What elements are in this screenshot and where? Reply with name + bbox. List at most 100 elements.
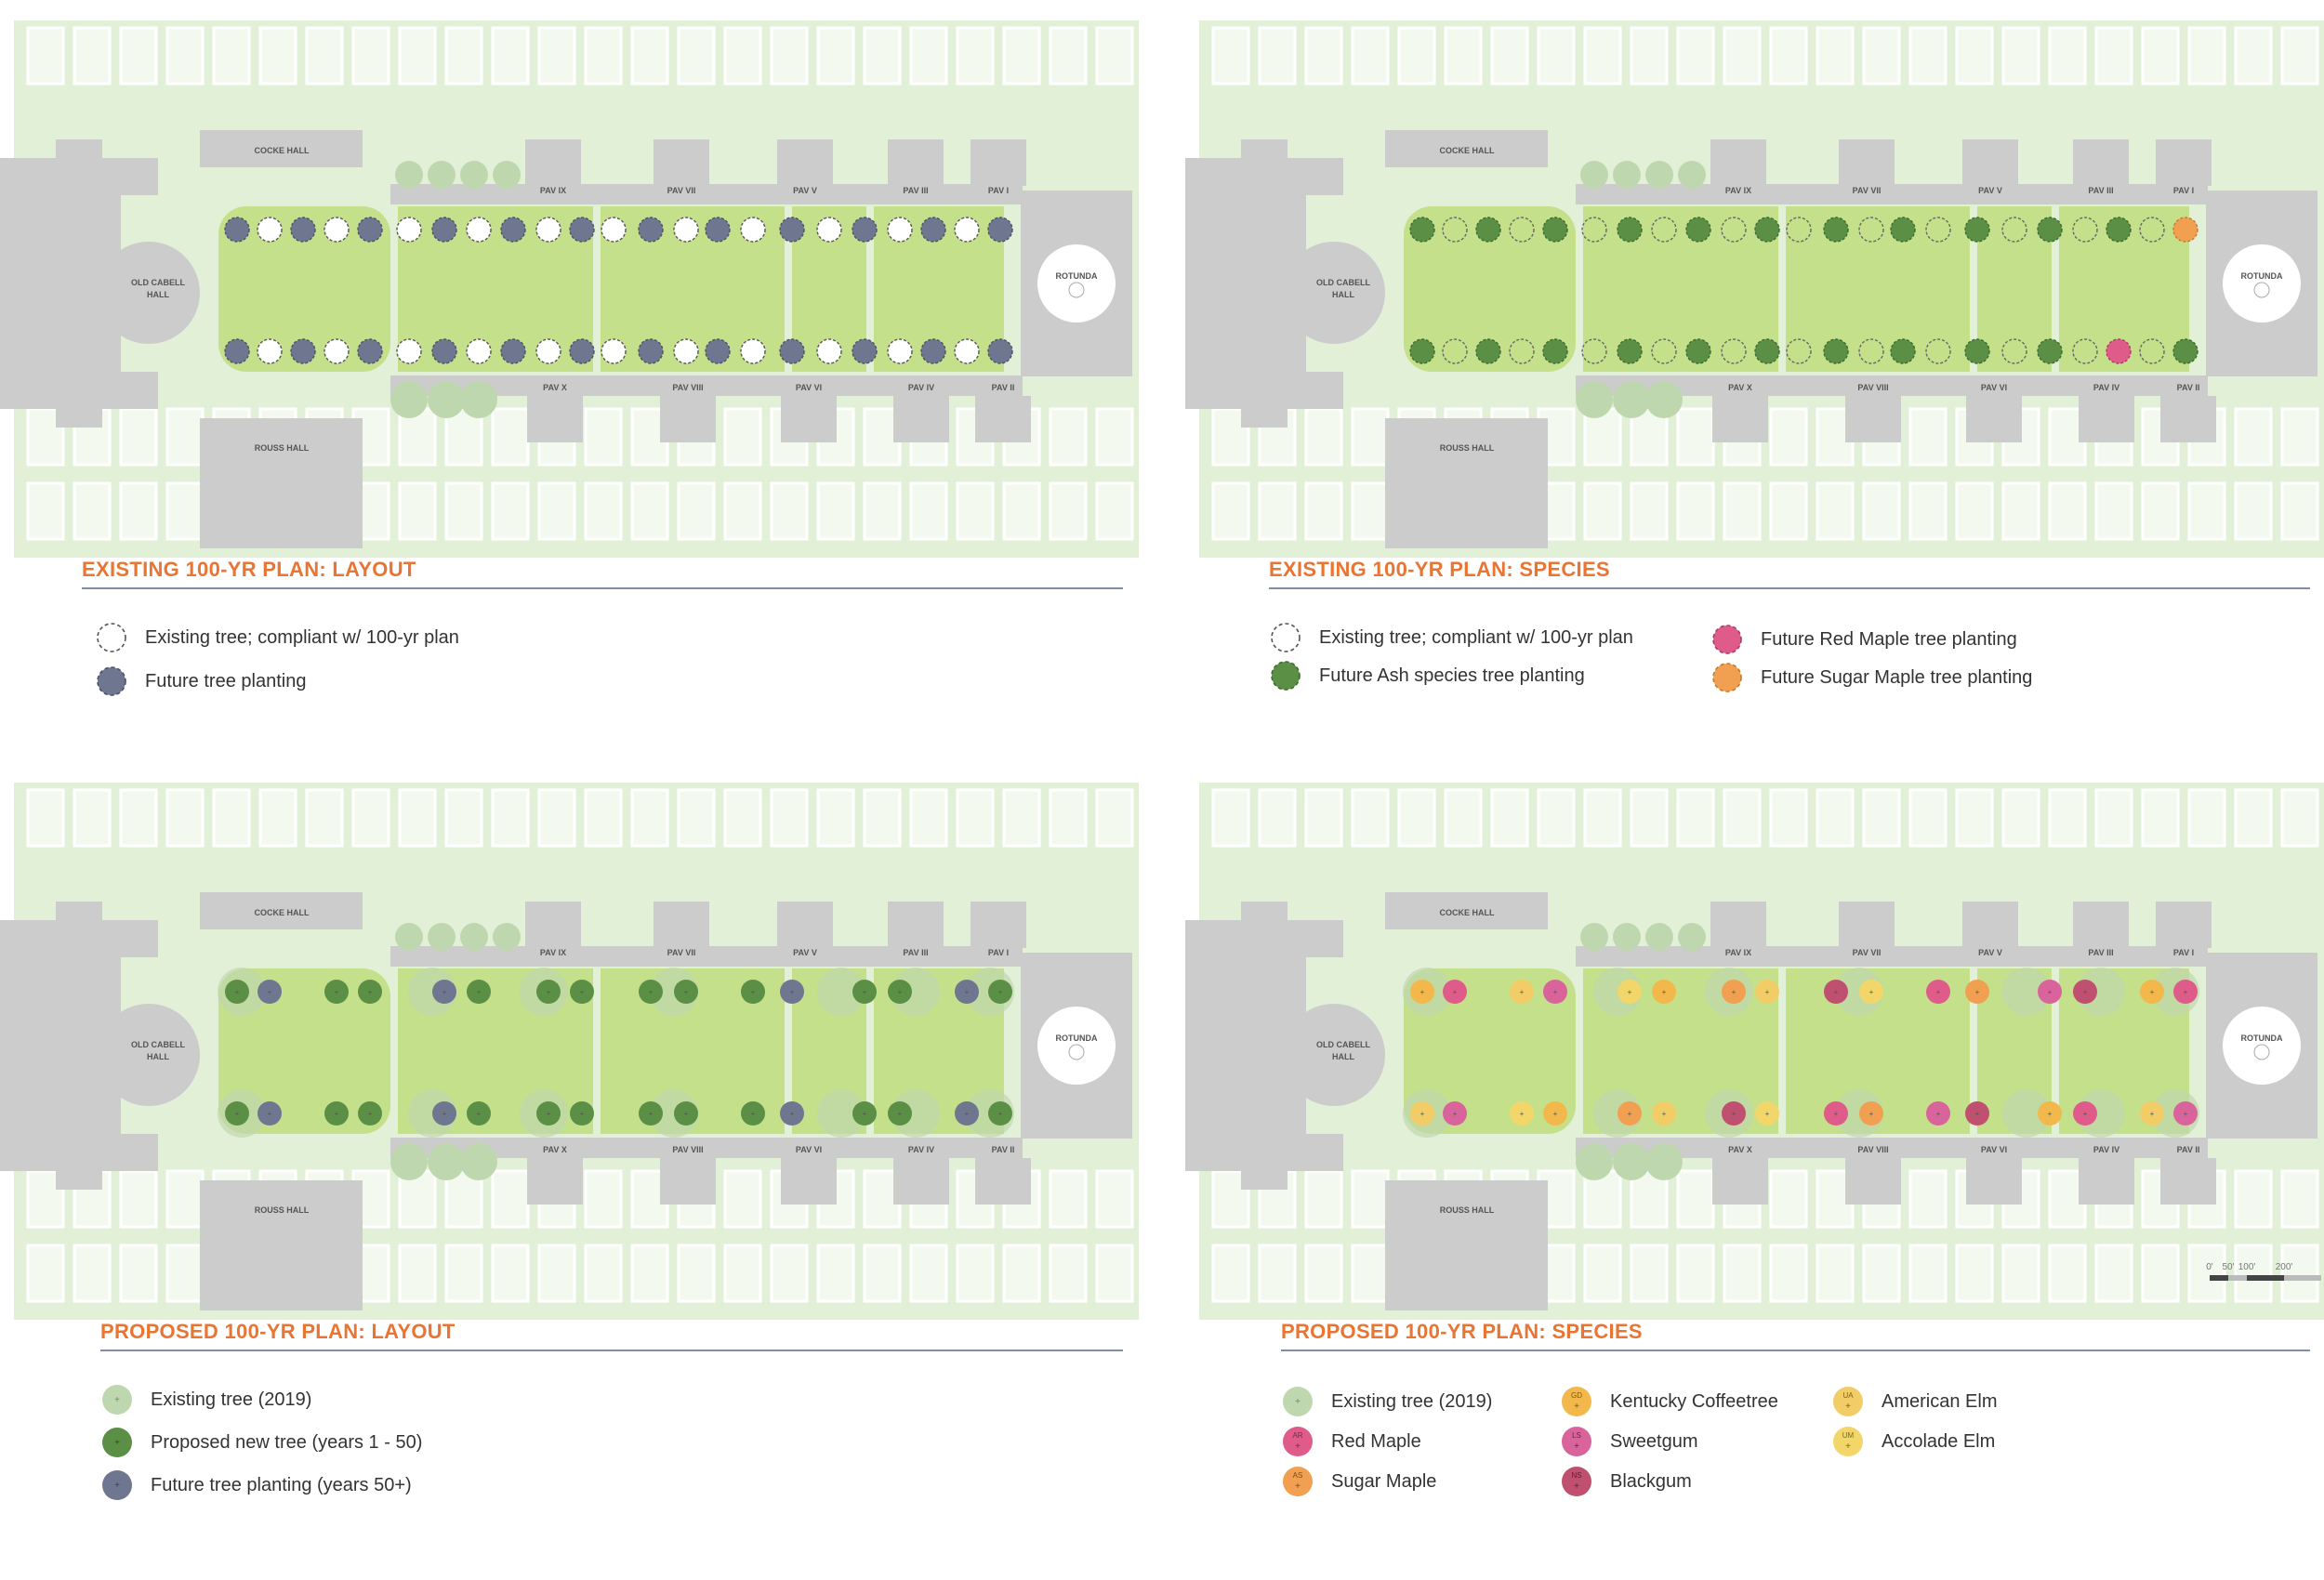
pavilion-south <box>1712 1158 1768 1205</box>
existing-tree <box>395 923 423 951</box>
tree-marker <box>1824 1101 1848 1126</box>
legend-label: Existing tree (2019) <box>151 1389 312 1410</box>
campus-block <box>165 481 205 541</box>
tree-center-mark: + <box>2184 1110 2188 1118</box>
rotunda-oculus <box>1068 1044 1085 1060</box>
campus-block <box>1676 481 1715 541</box>
campus-block <box>491 407 530 467</box>
pavilion-north <box>1962 139 2018 186</box>
campus-block <box>1049 26 1088 86</box>
tree-marker <box>920 217 946 243</box>
tree-marker <box>954 338 980 364</box>
pavilion-north <box>777 902 833 948</box>
campus-block <box>119 788 158 848</box>
sugar-maple-icon: AS+ <box>1283 1467 1313 1496</box>
tree-marker <box>225 980 249 1004</box>
existing-tree <box>817 1089 865 1138</box>
green-tree-icon <box>1271 661 1301 691</box>
campus-block <box>677 1244 716 1303</box>
tree-marker <box>888 1101 912 1126</box>
pavilion-label: PAV IX <box>1725 186 1751 195</box>
tree-marker <box>500 217 526 243</box>
light-tree-icon: + <box>102 1385 132 1415</box>
legend-item-red-maple: Future Red Maple tree planting <box>1710 621 2017 658</box>
tree-center-mark: + <box>1732 988 1736 996</box>
tree-center-mark: + <box>1869 1110 1874 1118</box>
campus-block <box>1955 788 1994 848</box>
campus-block <box>444 26 483 86</box>
campus-block <box>2187 26 2226 86</box>
campus-block <box>1211 1244 1250 1303</box>
tree-marker <box>396 338 422 364</box>
legend-label: Existing tree; compliant w/ 100-yr plan <box>1319 626 1633 648</box>
campus-block <box>1397 788 1436 848</box>
tree-marker <box>432 980 456 1004</box>
campus-block <box>1955 481 1994 541</box>
pavilion-label: PAV X <box>1728 383 1752 392</box>
slate-tree-icon: + <box>102 1470 132 1500</box>
legend-item-accolade-elm: UM+ Accolade Elm <box>1831 1423 1995 1460</box>
campus-block <box>1769 26 1808 86</box>
tree-marker <box>535 217 561 243</box>
campus-block <box>1211 481 1250 541</box>
tree-marker <box>1721 338 1747 364</box>
tree-center-mark: + <box>965 1110 970 1118</box>
campus-block <box>1049 1169 1088 1229</box>
campus-block <box>305 26 344 86</box>
campus-block <box>537 1244 576 1303</box>
legend-label: Future tree planting <box>145 670 307 691</box>
campus-block <box>119 1169 158 1229</box>
tree-center-mark: + <box>235 1110 240 1118</box>
scale-bar-segment <box>2247 1275 2284 1281</box>
campus-block <box>351 788 390 848</box>
campus-block <box>956 1244 995 1303</box>
tree-marker <box>1475 217 1501 243</box>
svg-text:+: + <box>1574 1481 1579 1492</box>
existing-tree <box>390 381 428 418</box>
cocke-hall <box>200 892 363 929</box>
tree-marker <box>1890 338 1916 364</box>
campus-block <box>2234 407 2273 467</box>
tree-marker <box>673 338 699 364</box>
cocke-hall <box>200 130 363 167</box>
campus-block <box>2280 1169 2319 1229</box>
campus-block <box>1583 788 1622 848</box>
campus-block <box>26 1244 65 1303</box>
building-label: OLD CABELL <box>1316 278 1370 287</box>
rotunda-oculus <box>1068 282 1085 298</box>
building-label: OLD CABELL <box>131 278 185 287</box>
existing-tree <box>428 161 456 189</box>
campus-block <box>2048 1244 2087 1303</box>
tree-marker <box>2073 1101 2097 1126</box>
pavilion-south <box>781 1158 837 1205</box>
tree-marker <box>1409 217 1435 243</box>
tree-center-mark: + <box>547 1110 551 1118</box>
campus-block <box>1908 1169 1948 1229</box>
legend-item-existing-2019: + Existing tree (2019) <box>100 1381 311 1418</box>
campus-block <box>491 1169 530 1229</box>
campus-block <box>723 481 762 541</box>
campus-block <box>1676 1244 1715 1303</box>
legend-label: Accolade Elm <box>1882 1430 1996 1452</box>
legend-item-american-elm: UA+ American Elm <box>1831 1383 1997 1420</box>
tree-marker <box>1443 1101 1467 1126</box>
lawn-terrace <box>1786 206 1970 372</box>
pavilion-south <box>893 1158 949 1205</box>
tree-marker <box>638 338 664 364</box>
campus-block <box>1676 788 1715 848</box>
campus-block <box>1723 26 1762 86</box>
tree-marker <box>1685 217 1711 243</box>
campus-block <box>119 407 158 467</box>
building-label: ROUSS HALL <box>1440 1205 1495 1215</box>
tree-marker <box>852 338 878 364</box>
tree-marker <box>1859 980 1883 1004</box>
campus-block <box>2141 481 2180 541</box>
tree-marker <box>1409 338 1435 364</box>
tree-marker <box>673 217 699 243</box>
campus-block <box>398 1169 437 1229</box>
campus-block <box>1258 788 1297 848</box>
existing-tree <box>395 161 423 189</box>
